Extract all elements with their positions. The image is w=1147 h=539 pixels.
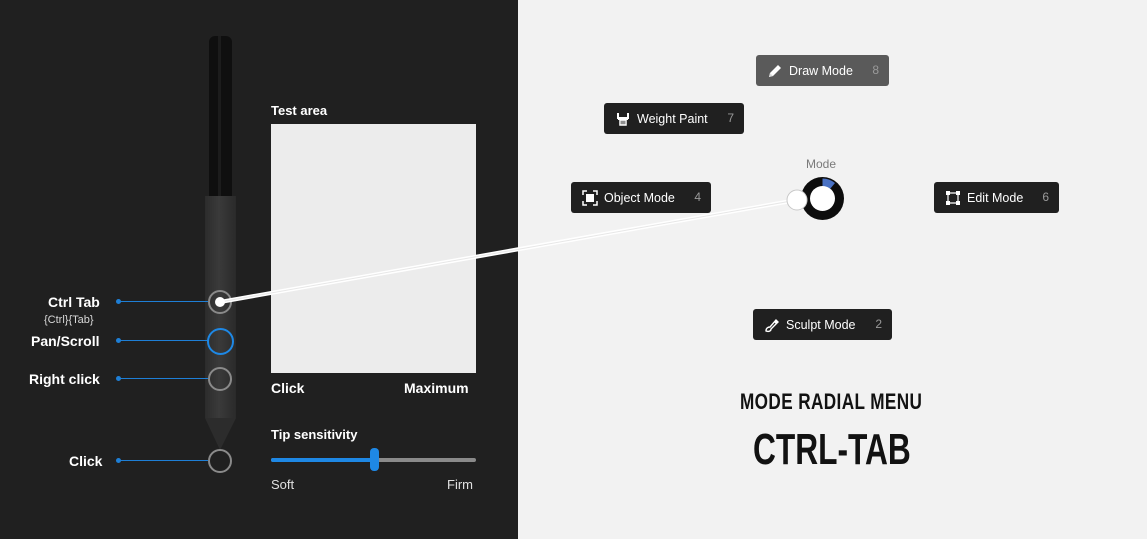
button-label-pan-scroll: Pan/Scroll bbox=[31, 333, 100, 349]
edit-mode-icon bbox=[945, 190, 961, 206]
leader-line bbox=[119, 460, 208, 461]
pen-settings-panel: Ctrl Tab {Ctrl}{Tab} Pan/Scroll Right cl… bbox=[0, 0, 518, 539]
pen-barrel bbox=[209, 36, 232, 196]
test-area-left-label: Click bbox=[271, 380, 305, 396]
radial-item-label: Draw Mode bbox=[789, 63, 853, 78]
leader-line bbox=[119, 340, 208, 341]
tip-sensitivity-title: Tip sensitivity bbox=[271, 427, 358, 442]
leader-line bbox=[119, 301, 208, 302]
leader-dot bbox=[116, 458, 121, 463]
pen-button-ctrl-tab[interactable] bbox=[208, 290, 232, 314]
slider-min-label: Soft bbox=[271, 477, 295, 492]
slider-fill bbox=[271, 458, 374, 462]
leader-line bbox=[119, 378, 208, 379]
radial-menu-title: Mode bbox=[806, 157, 837, 171]
radial-item-label: Weight Paint bbox=[637, 111, 708, 126]
button-label-click: Click bbox=[69, 453, 103, 469]
radial-item-label: Object Mode bbox=[604, 190, 675, 205]
caption-title: CTRL-TAB bbox=[753, 425, 911, 474]
radial-item-shortcut: 8 bbox=[872, 63, 879, 77]
leader-dot bbox=[116, 299, 121, 304]
test-area-right-label: Maximum bbox=[404, 380, 469, 396]
radial-item-shortcut: 7 bbox=[727, 111, 734, 125]
radial-item-edit-mode[interactable]: Edit Mode 6 bbox=[934, 182, 1059, 213]
radial-item-weight-paint[interactable]: Weight Paint 7 bbox=[604, 103, 744, 134]
weight-paint-icon bbox=[615, 111, 631, 127]
radial-item-label: Sculpt Mode bbox=[786, 317, 856, 332]
object-mode-icon bbox=[582, 189, 598, 206]
pen-button-pan-scroll[interactable] bbox=[207, 328, 234, 355]
caption-subtitle: MODE RADIAL MENU bbox=[740, 389, 923, 414]
pen-button-right-click[interactable] bbox=[208, 367, 232, 391]
radial-item-sculpt-mode[interactable]: Sculpt Mode 2 bbox=[753, 309, 892, 340]
radial-item-label: Edit Mode bbox=[967, 190, 1024, 205]
pen-tip-click[interactable] bbox=[208, 449, 232, 473]
radial-item-shortcut: 6 bbox=[1042, 190, 1049, 204]
leader-dot bbox=[116, 376, 121, 381]
pencil-icon bbox=[767, 63, 783, 79]
test-area-canvas[interactable] bbox=[271, 124, 476, 373]
radial-item-shortcut: 2 bbox=[875, 317, 882, 331]
radial-menu-center bbox=[801, 177, 844, 220]
button-label-right-click: Right click bbox=[29, 371, 100, 387]
slider-thumb[interactable] bbox=[369, 448, 379, 471]
tip-sensitivity-slider[interactable] bbox=[271, 448, 476, 471]
sculpt-brush-icon bbox=[764, 317, 780, 333]
radial-item-shortcut: 4 bbox=[694, 190, 701, 204]
test-area-title: Test area bbox=[271, 103, 328, 118]
slider-max-label: Firm bbox=[447, 477, 473, 492]
pen-tip bbox=[205, 418, 236, 450]
button-label-ctrl-tab: Ctrl Tab bbox=[48, 294, 100, 310]
button-sub-ctrl-tab: {Ctrl}{Tab} bbox=[44, 314, 94, 326]
radial-item-object-mode[interactable]: Object Mode 4 bbox=[571, 182, 711, 213]
leader-dot bbox=[116, 338, 121, 343]
radial-item-draw-mode[interactable]: Draw Mode 8 bbox=[756, 55, 889, 86]
radial-menu-center-hole bbox=[810, 186, 835, 211]
